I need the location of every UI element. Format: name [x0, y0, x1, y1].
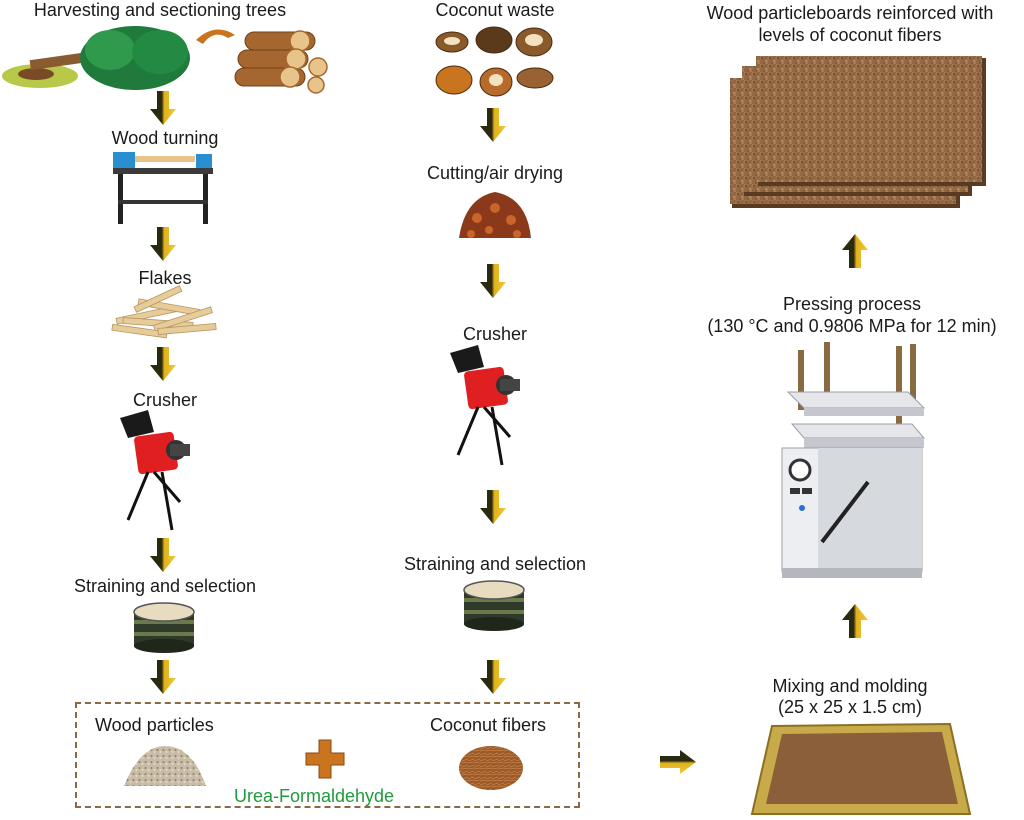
flow-arrow-down — [150, 660, 176, 694]
coconut-waste-illustration — [435, 26, 554, 97]
pressing-process-label: Pressing process (130 °C and 0.9806 MPa … — [680, 293, 1024, 337]
step-straining-label-2: Straining and selection — [403, 554, 587, 574]
final-product-line-1: Wood particleboards reinforced with — [706, 3, 994, 23]
coconut-chips-illustration — [459, 192, 531, 238]
step-coconut-waste-label: Coconut waste — [435, 0, 555, 20]
flow-arrow-up — [842, 604, 868, 638]
particleboards-illustration — [730, 56, 986, 208]
flow-arrow-up — [842, 234, 868, 268]
mixing-line-2: (25 x 25 x 1.5 cm) — [777, 697, 923, 717]
flow-arrow-down — [150, 227, 176, 261]
crusher-machine-illustration — [120, 410, 190, 531]
wood-particles-label: Wood particles — [95, 715, 214, 735]
step-cutting-label: Cutting/air drying — [426, 163, 564, 183]
final-product-label: Wood particleboards reinforced with leve… — [690, 2, 1010, 46]
hydraulic-press-illustration — [781, 342, 926, 578]
flow-arrow-down — [150, 538, 176, 572]
wood-particles-illustration — [124, 746, 206, 786]
flow-arrow-down — [480, 490, 506, 524]
mixing-molding-label: Mixing and molding (25 x 25 x 1.5 cm) — [730, 676, 970, 718]
step-crusher-label-2: Crusher — [462, 324, 528, 344]
plus-icon — [305, 739, 345, 779]
step-crusher-label: Crusher — [132, 390, 198, 410]
sieve-illustration — [133, 602, 195, 653]
urea-formaldehyde-label: Urea-Formaldehyde — [234, 786, 395, 806]
coconut-fibers-label: Coconut fibers — [430, 715, 547, 735]
mold-tray-illustration — [750, 722, 972, 815]
step-straining-label: Straining and selection — [73, 576, 257, 596]
final-product-line-2: levels of coconut fibers — [758, 25, 942, 45]
pressing-line-2: (130 °C and 0.9806 MPa for 12 min) — [707, 316, 997, 336]
flow-arrow-down — [150, 91, 176, 125]
step-flakes-label: Flakes — [138, 268, 192, 288]
flow-arrow-down — [480, 264, 506, 298]
step-harvesting-label: Harvesting and sectioning trees — [33, 0, 287, 20]
coconut-fibers-illustration — [459, 746, 523, 790]
flow-arrow-down — [480, 660, 506, 694]
step-wood-turning-label: Wood turning — [111, 128, 219, 148]
crusher-machine-illustration — [450, 345, 520, 466]
flow-arrow-down — [150, 347, 176, 381]
pressing-line-1: Pressing process — [782, 294, 922, 314]
mixture-dashed-box — [75, 702, 580, 808]
wood-lathe-illustration — [113, 152, 213, 224]
mixing-line-1: Mixing and molding — [772, 676, 928, 696]
flow-arrow-down — [480, 108, 506, 142]
flow-arrow-right — [660, 750, 696, 774]
tree-and-logs-illustration — [2, 26, 328, 94]
wood-flakes-illustration — [111, 285, 217, 339]
sieve-illustration — [463, 580, 525, 631]
